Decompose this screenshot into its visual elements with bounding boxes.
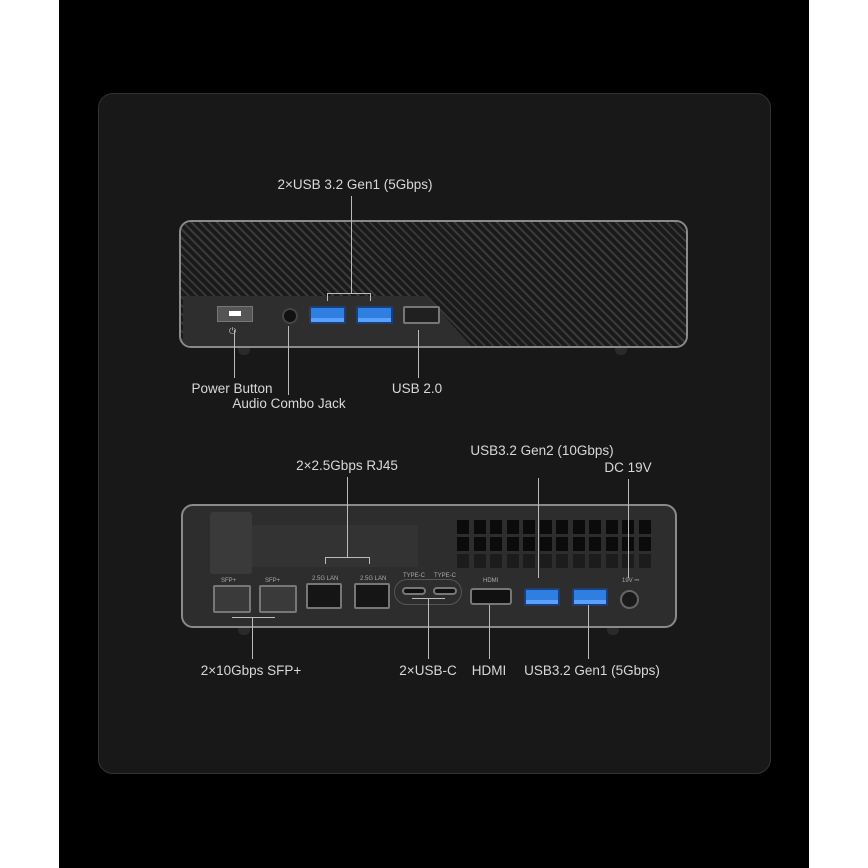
- vent-slot: [490, 520, 502, 534]
- vent-slot: [589, 537, 601, 551]
- usb3-gen1-front-label: 2×USB 3.2 Gen1 (5Gbps): [277, 177, 433, 192]
- vent-slot: [605, 554, 618, 568]
- vent-slot: [473, 554, 486, 568]
- typec-mark-2: TYPE-C: [434, 573, 457, 579]
- vent-slot: [490, 554, 502, 568]
- vent-slot: [506, 520, 519, 534]
- rj45-port-2: [354, 583, 390, 609]
- vent-slot: [605, 537, 618, 551]
- vent-slot: [572, 537, 585, 551]
- hdmi-port: [470, 588, 512, 605]
- usb3-gen2-port: [524, 588, 560, 606]
- callout-line: [538, 478, 539, 578]
- usb3-port-1: [309, 306, 346, 324]
- vent-slot: [556, 537, 568, 551]
- callout-line: [234, 330, 235, 378]
- vent-slot: [556, 554, 568, 568]
- vent-slot: [572, 520, 585, 534]
- callout-line: [418, 330, 419, 378]
- usbc-port-2: [433, 587, 457, 595]
- dc-jack: [620, 590, 639, 609]
- callout-bracket: [327, 293, 371, 294]
- usb3-gen2-label: USB3.2 Gen2 (10Gbps): [470, 443, 614, 458]
- callout-line: [588, 605, 589, 659]
- sfp-port-2: [259, 585, 297, 613]
- vent-slot: [473, 520, 486, 534]
- power-icon: ⏻: [229, 326, 237, 336]
- callout-line: [489, 605, 490, 659]
- dc-label: DC 19V: [604, 460, 652, 475]
- vent-slot: [523, 520, 535, 534]
- callout-line: [325, 557, 326, 564]
- front-panel: ⏻: [179, 220, 688, 348]
- front-foot-right: [615, 348, 627, 355]
- callout-line: [288, 326, 289, 395]
- rj45-port-1: [306, 583, 342, 609]
- usb2-port: [403, 306, 440, 324]
- vent-slot: [539, 520, 552, 534]
- vent-slot: [572, 554, 585, 568]
- callout-line: [428, 598, 429, 659]
- vent-slot: [457, 554, 469, 568]
- hdmi-label: HDMI: [471, 663, 507, 678]
- rear-foot-right: [607, 628, 619, 635]
- rear-vent-grid: [457, 520, 653, 572]
- rj45-label: 2×2.5Gbps RJ45: [296, 458, 398, 473]
- lan-mark-2: 2.5G LAN: [360, 576, 387, 582]
- callout-line: [370, 293, 371, 301]
- sfp-port-1: [213, 585, 251, 613]
- vent-slot: [523, 554, 535, 568]
- vent-slot: [638, 537, 651, 551]
- vent-slot: [523, 537, 535, 551]
- callout-line: [252, 617, 253, 659]
- rear-foot-left: [238, 628, 250, 635]
- usb2-label: USB 2.0: [391, 381, 443, 396]
- vent-slot: [605, 520, 618, 534]
- usbc-label: 2×USB-C: [399, 663, 457, 678]
- usb3-port-2: [356, 306, 393, 324]
- usbc-port-1: [402, 587, 426, 595]
- usb3-gen1-rear-label: USB3.2 Gen1 (5Gbps): [524, 663, 660, 678]
- usb3-gen1-rear-port: [572, 588, 608, 606]
- front-foot-left: [238, 348, 250, 355]
- vent-slot: [539, 537, 552, 551]
- power-button: [217, 306, 253, 322]
- vent-slot: [589, 554, 601, 568]
- rear-bracket: [210, 512, 252, 574]
- vent-slot: [506, 554, 519, 568]
- callout-line: [327, 293, 328, 301]
- callout-line: [369, 557, 370, 564]
- sfp-mark-1: SFP+: [221, 578, 237, 584]
- vent-slot: [556, 520, 568, 534]
- typec-mark-1: TYPE-C: [403, 573, 426, 579]
- sfp-label: 2×10Gbps SFP+: [200, 663, 302, 678]
- vent-slot: [506, 537, 519, 551]
- lan-mark-1: 2.5G LAN: [312, 576, 339, 582]
- callout-bracket: [232, 617, 275, 618]
- vent-slot: [457, 520, 469, 534]
- vent-slot: [539, 554, 552, 568]
- sfp-mark-2: SFP+: [265, 578, 281, 584]
- expansion-slot: [252, 525, 418, 567]
- vent-slot: [473, 537, 486, 551]
- audio-jack-label: Audio Combo Jack: [232, 396, 346, 411]
- dc-mark: 19V ⎓: [622, 578, 640, 584]
- callout-line: [347, 477, 348, 557]
- rear-panel: SFP+ SFP+ 2.5G LAN 2.5G LAN TYPE-C TYPE-…: [181, 504, 677, 628]
- callout-line: [628, 479, 629, 578]
- vent-slot: [490, 537, 502, 551]
- audio-jack: [282, 308, 298, 324]
- vent-slot: [638, 554, 651, 568]
- callout-line: [351, 196, 352, 293]
- hdmi-mark: HDMI: [483, 578, 499, 584]
- diagram-card: [98, 93, 771, 774]
- callout-bracket: [325, 557, 370, 558]
- vent-slot: [638, 520, 651, 534]
- vent-slot: [589, 520, 601, 534]
- vent-slot: [457, 537, 469, 551]
- power-button-label: Power Button: [191, 381, 273, 396]
